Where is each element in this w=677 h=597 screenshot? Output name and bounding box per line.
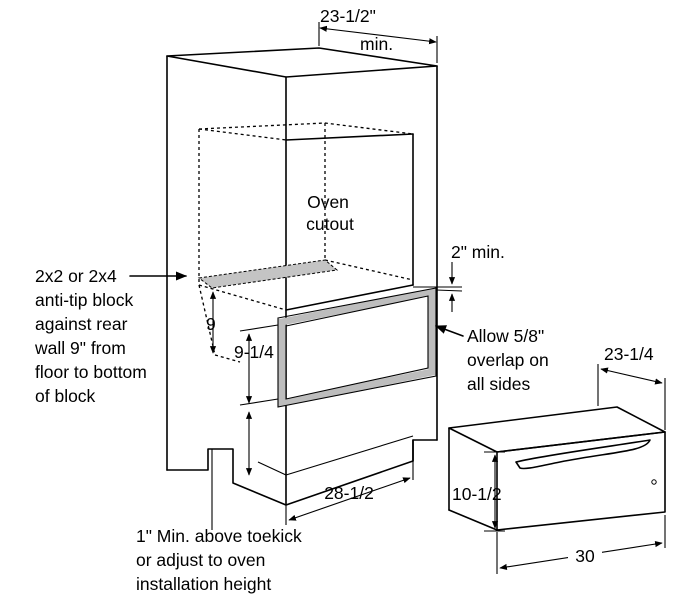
dim-23-1-4-label: 23-1/4: [604, 344, 654, 364]
overlap-callout: Allow 5/8" overlap on all sides: [434, 325, 549, 394]
dimension-9-1-4: 9-1/4: [234, 324, 279, 406]
block-label-6: of block: [35, 386, 96, 406]
anti-tip-block: [197, 259, 339, 289]
gap-min-label: 2" min.: [451, 242, 505, 262]
dim-10-1-2-label: 10-1/2: [452, 484, 502, 504]
overlap-label-2: overlap on: [467, 350, 549, 370]
oven-cutout-label-2: cutout: [306, 214, 354, 234]
oven-cutout-recess: [198, 122, 414, 363]
cabinet-width-min-label: min.: [360, 34, 393, 54]
block-label-5: floor to bottom: [35, 362, 147, 382]
dim-30-label: 30: [575, 546, 595, 566]
overlap-label-3: all sides: [467, 374, 530, 394]
block-label-2: anti-tip block: [35, 290, 133, 310]
block-label-3: against rear: [35, 314, 128, 334]
cabinet-width-label: 23-1/2": [320, 6, 376, 26]
drawer-handle: [515, 439, 651, 470]
dimension-10-1-2: 10-1/2: [452, 451, 505, 532]
block-label-4: wall 9" from: [34, 338, 126, 358]
dimension-30: 30: [496, 515, 666, 574]
dimension-cabinet-width: 23-1/2" min.: [318, 6, 438, 63]
dim-9-label: 9: [206, 314, 216, 334]
toekick-label-3: installation height: [136, 574, 271, 594]
block-label-1: 2x2 or 2x4: [35, 266, 117, 286]
overlap-label-1: Allow 5/8": [467, 326, 544, 346]
dimension-gap-min: 2" min.: [413, 242, 505, 312]
dimension-9: 9: [206, 291, 217, 354]
warming-drawer: [448, 406, 666, 531]
toekick-dimension: 1" Min. above toekick or adjust to oven …: [136, 411, 302, 594]
dimension-28-1-2: 28-1/2: [285, 461, 414, 525]
anti-tip-block-callout: 2x2 or 2x4 anti-tip block against rear w…: [34, 266, 188, 406]
oven-cutout-label: Oven: [307, 192, 349, 212]
dim-28-1-2-label: 28-1/2: [324, 483, 374, 503]
toekick-label-1: 1" Min. above toekick: [136, 526, 302, 546]
dim-9-1-4-label: 9-1/4: [234, 342, 274, 362]
drawer-opening: [277, 287, 437, 408]
drawer-indicator: [651, 479, 657, 485]
dimension-23-1-4: 23-1/4: [597, 344, 666, 430]
toekick-label-2: or adjust to oven: [136, 550, 265, 570]
oven-cutout-opening: [285, 133, 414, 311]
